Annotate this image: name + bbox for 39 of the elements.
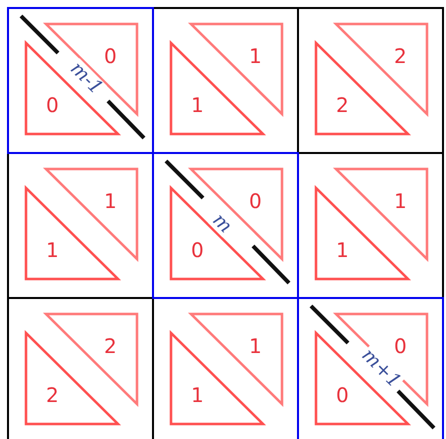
triangle [26,333,118,424]
triangle-number: 2 [104,336,117,356]
triangle-number: 0 [249,191,262,211]
triangle [26,188,118,279]
grid-cell [297,7,444,154]
triangle [26,43,118,134]
highlighted-cell [297,297,444,439]
triangle-number: 0 [191,240,204,260]
triangle-number: 0 [104,46,117,66]
triangle-number: 1 [394,191,407,211]
triangle [316,333,408,424]
triangle-number: 0 [336,385,349,405]
triangle [191,169,282,259]
triangle-number: 1 [191,95,204,115]
triangle-number: 0 [46,95,59,115]
highlighted-cell [152,152,299,299]
triangle-number: 1 [249,46,262,66]
triangle-number: 2 [394,46,407,66]
triangle [171,333,263,424]
triangle [171,188,263,279]
triangle [316,43,408,134]
triangle-number: 2 [46,385,59,405]
triangle [336,314,427,404]
triangle [336,169,427,259]
triangle [191,24,282,114]
triangle [336,24,427,114]
triangle [316,188,408,279]
triangle [46,169,137,259]
triangle [46,314,137,404]
triangle-number: 1 [249,336,262,356]
triangle-number: 1 [191,385,204,405]
triangle-number: 1 [46,240,59,260]
highlighted-cell [7,7,154,154]
triangle [191,314,282,404]
triangle [171,43,263,134]
triangle [46,24,137,114]
triangle-number: 1 [336,240,349,260]
triangle-number: 1 [104,191,117,211]
triangle-number: 2 [336,95,349,115]
